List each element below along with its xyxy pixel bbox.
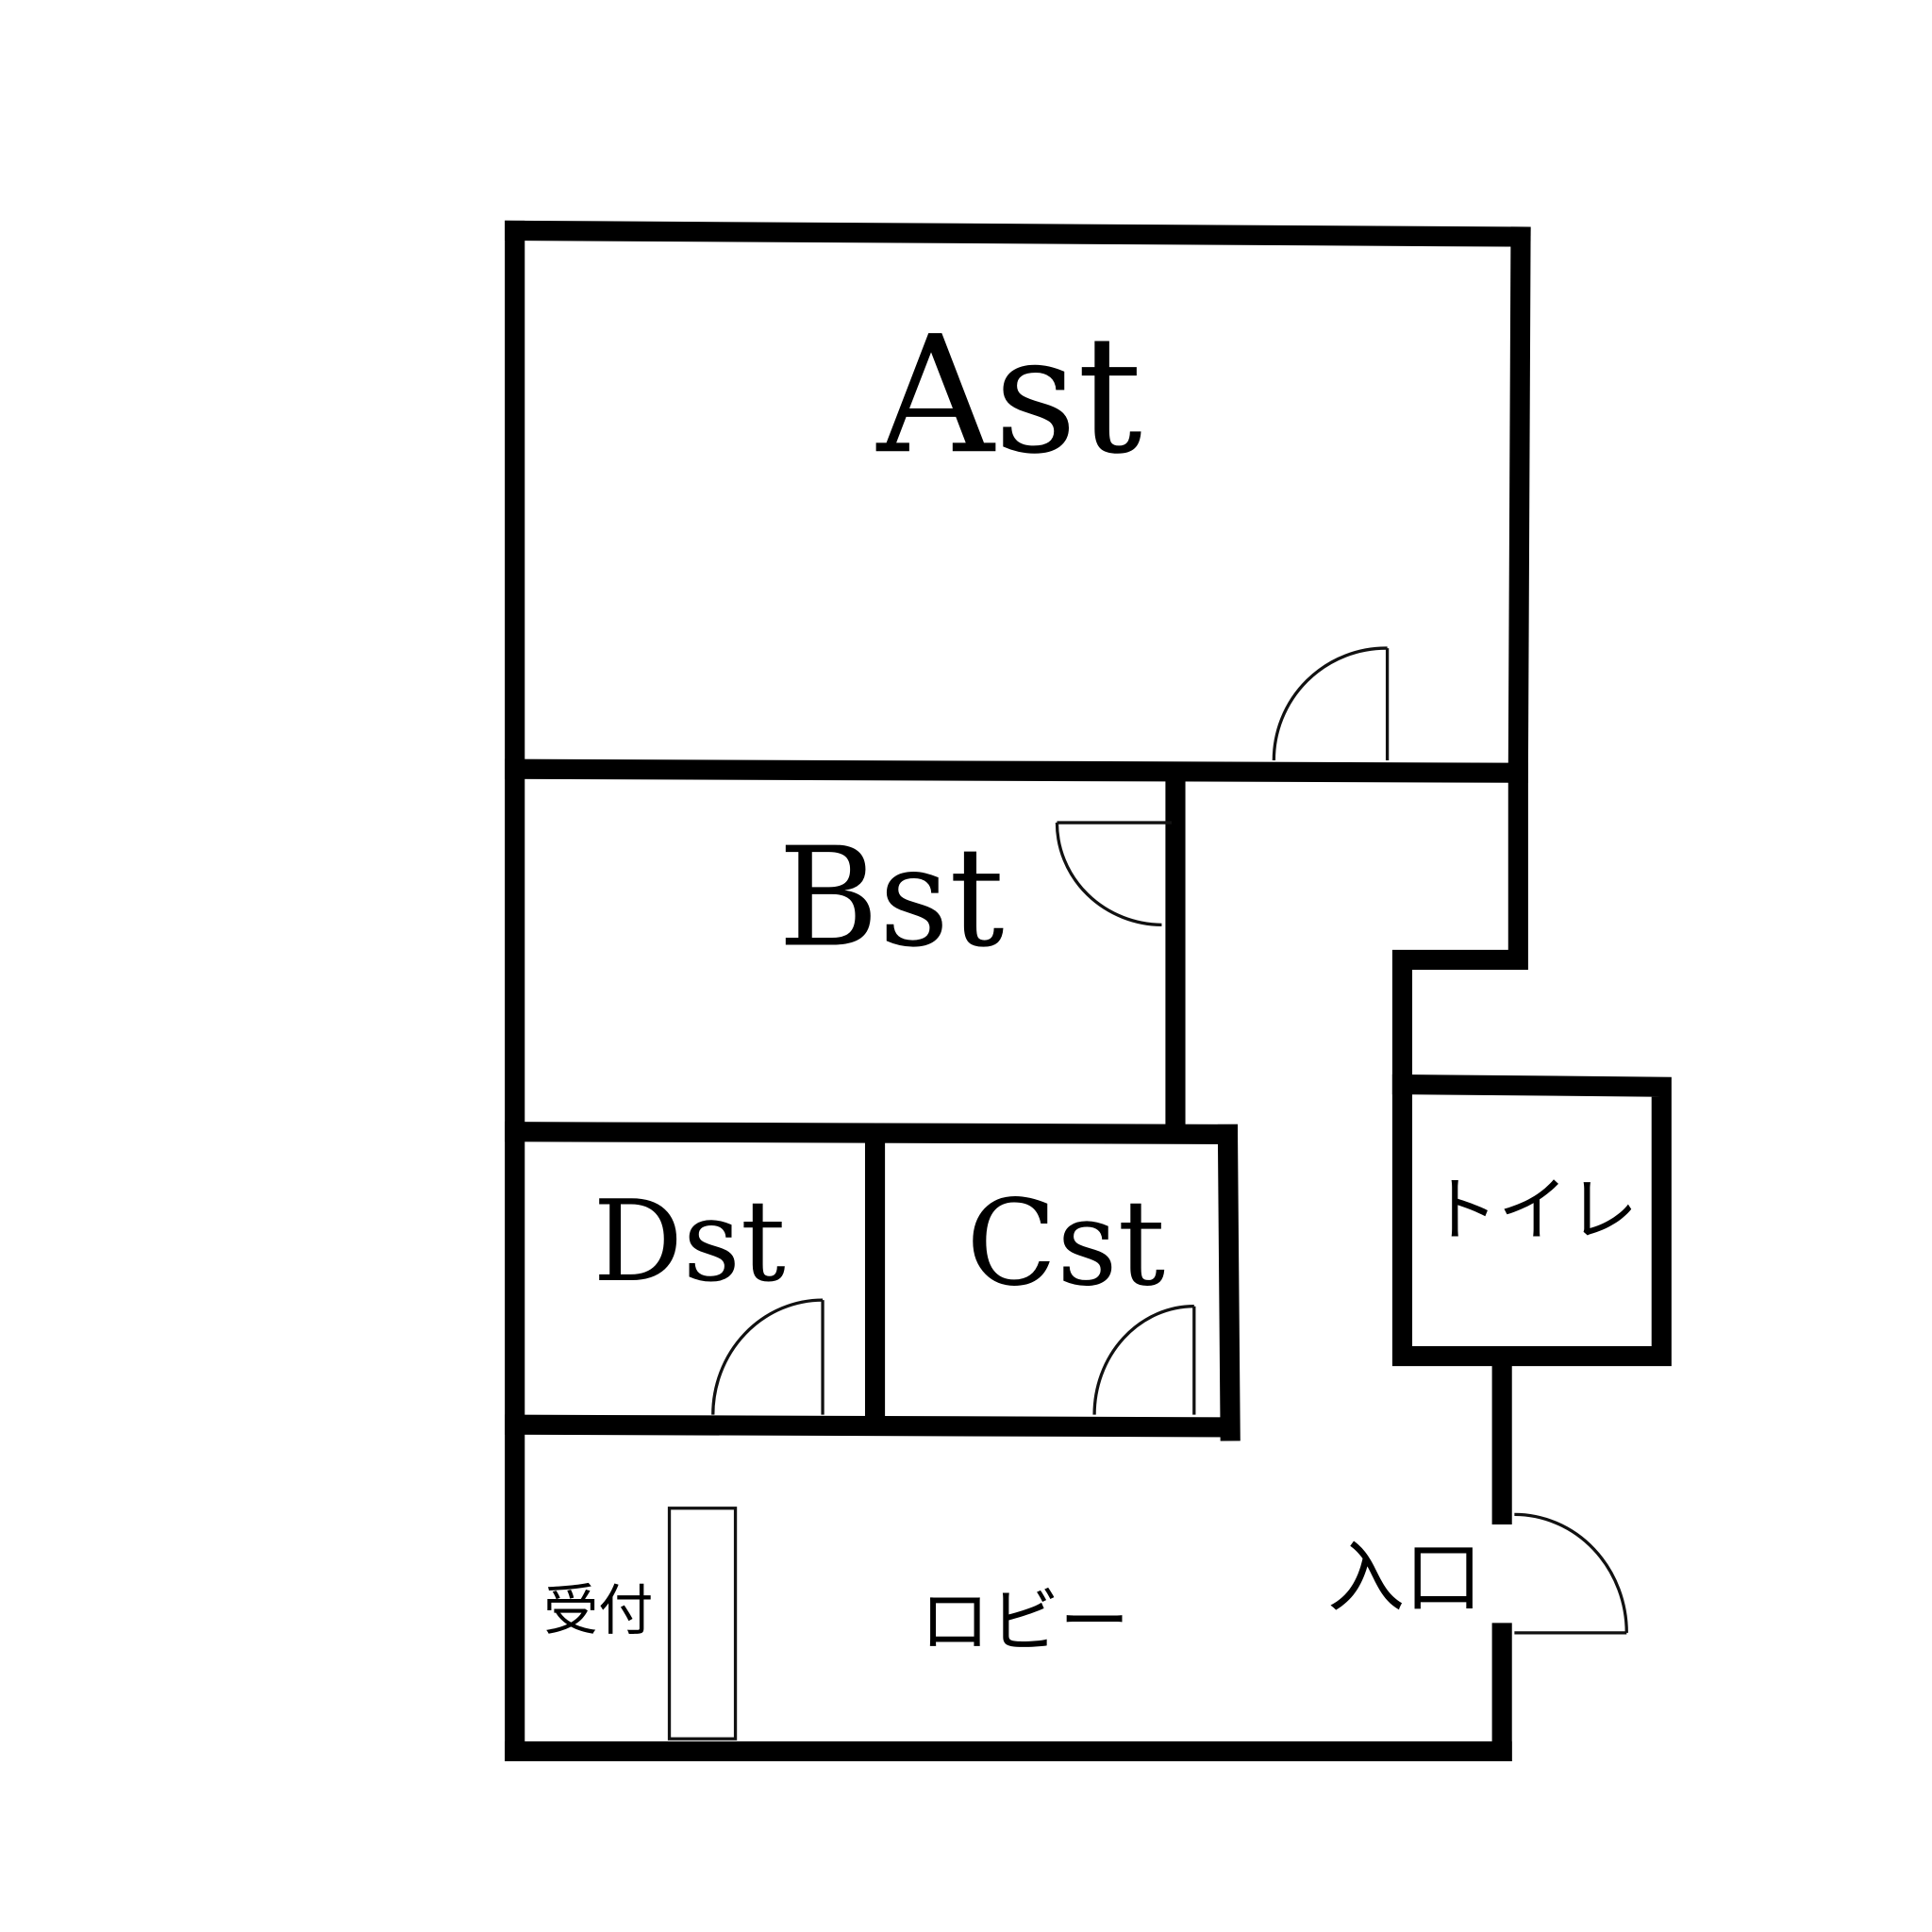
room-label-bst: Bst xyxy=(778,819,1005,978)
bst-door[interactable] xyxy=(1055,821,1173,927)
ast-right-wall xyxy=(1507,226,1531,783)
room-label-lobby: ロビー xyxy=(920,1581,1129,1662)
room-label-cst: Cst xyxy=(966,1174,1165,1312)
outer-wall-top xyxy=(505,220,1531,247)
room-label-ast: Ast xyxy=(876,301,1142,490)
room-label-reception: 受付 xyxy=(543,1578,653,1642)
cst-right-wall xyxy=(1217,1124,1241,1441)
room-label-dst: Dst xyxy=(593,1177,786,1307)
walls xyxy=(505,220,1672,1761)
dst-cst-bottom-wall xyxy=(505,1414,1239,1438)
cst-door[interactable] xyxy=(1092,1305,1196,1415)
toilet-walls xyxy=(1391,1074,1672,1367)
room-label-toilet: トイレ xyxy=(1428,1170,1638,1251)
doors xyxy=(711,646,1628,1635)
ast-door[interactable] xyxy=(1272,646,1390,760)
dst-door[interactable] xyxy=(711,1298,824,1415)
reception-counter xyxy=(667,1507,738,1740)
room-label-entrance: 入口 xyxy=(1327,1534,1482,1624)
ast-bst-wall xyxy=(505,758,1512,783)
entrance-door[interactable] xyxy=(1514,1512,1628,1635)
corridor-right-wall xyxy=(1391,762,1528,1095)
